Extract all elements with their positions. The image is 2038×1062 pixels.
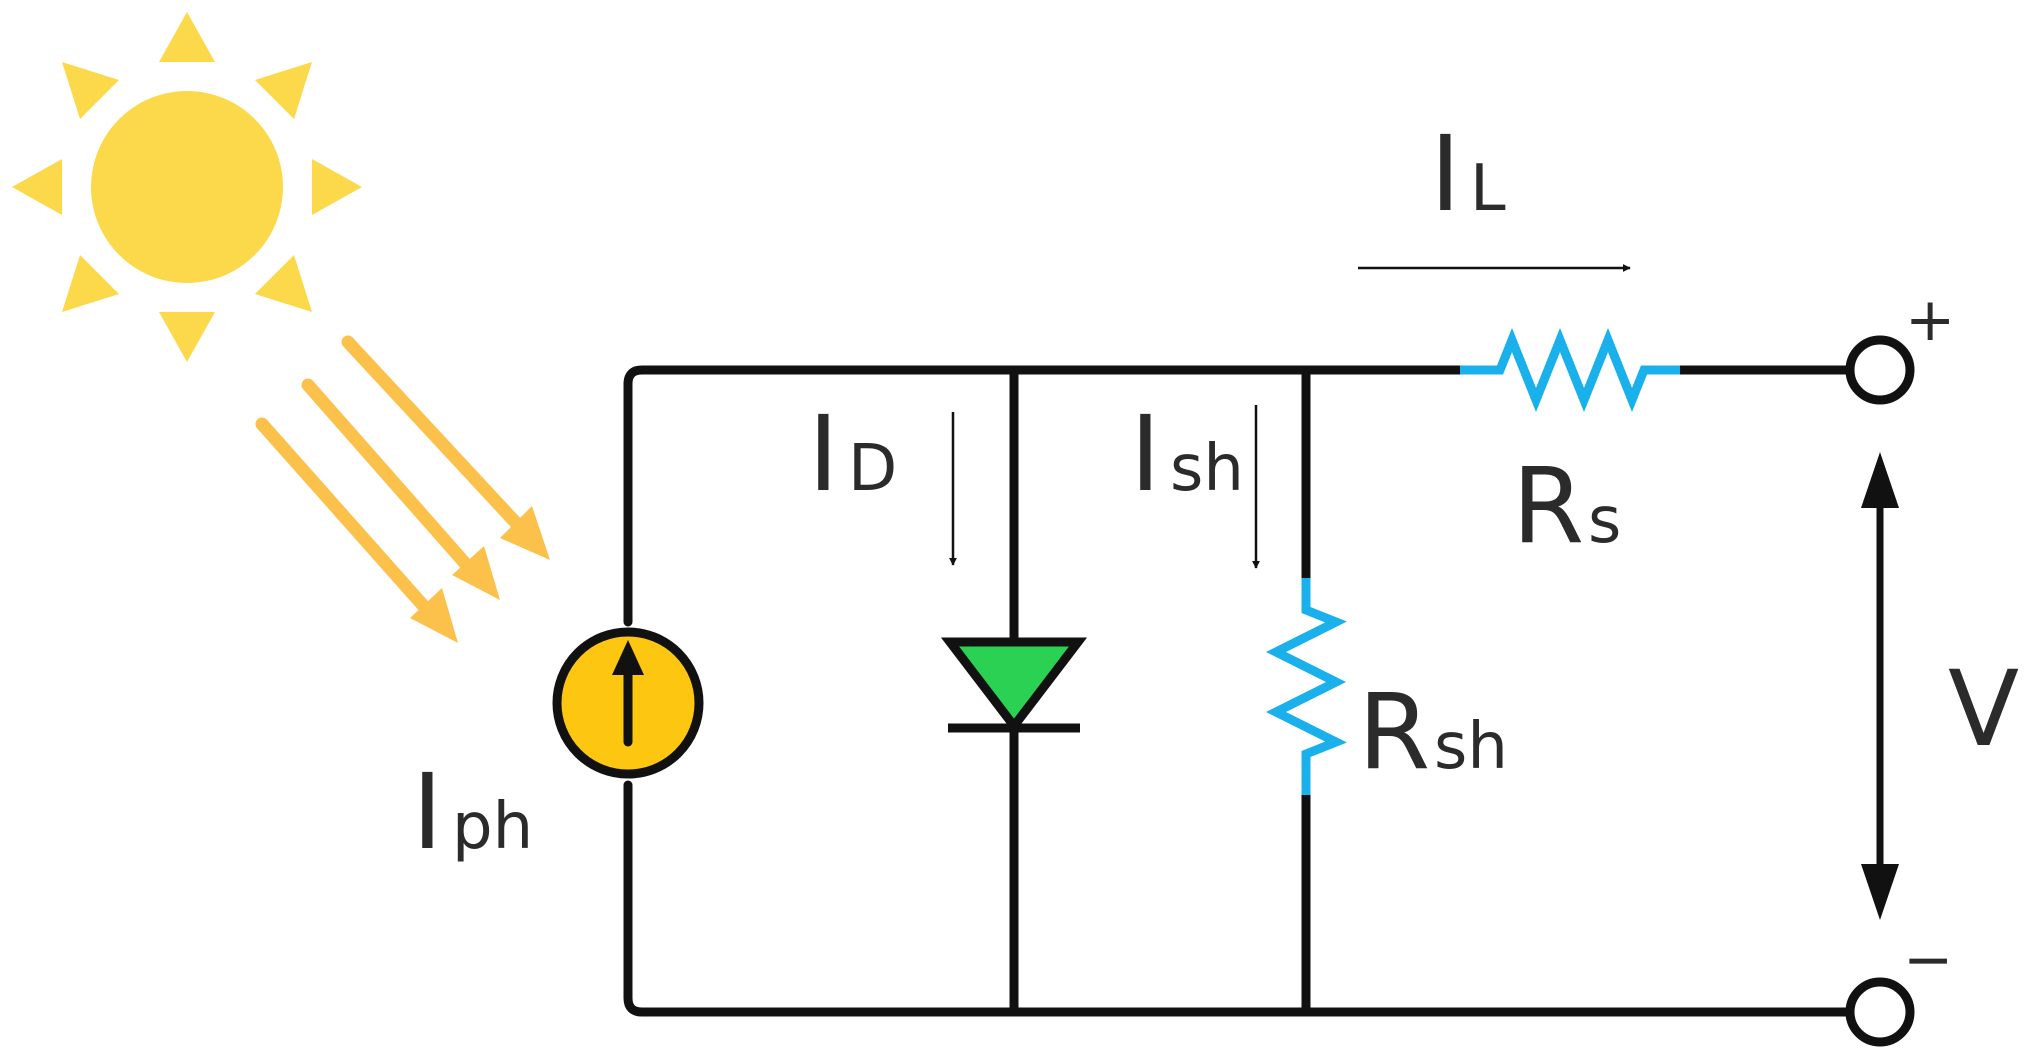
label-ish-sub: sh [1170,432,1244,506]
shunt-resistor-symbol [1265,578,1347,795]
label-iph-sub: ph [452,790,533,864]
label-rsh-sub: sh [1434,710,1508,784]
label-il: I L [1430,113,1506,235]
label-rsh: R sh [1358,671,1508,793]
label-terminal-minus: − [1903,925,1953,995]
sunlight-rays-icon [255,335,550,643]
label-il-sub: L [1470,152,1506,226]
label-iph-main: I [412,751,443,873]
label-id-main: I [808,393,839,515]
current-source-symbol [552,627,704,779]
label-rs-main: R [1512,445,1584,567]
sun-disc [91,91,283,283]
sun-icon [12,12,362,362]
label-iph: I ph [412,751,533,873]
voltage-arrow [1861,452,1899,920]
label-voltage: V [1948,648,2019,770]
label-il-main: I [1430,113,1461,235]
terminal-plus [1845,335,1915,405]
label-id-sub: D [848,432,897,506]
label-ish: I sh [1130,393,1244,515]
label-rs: R s [1512,445,1621,567]
label-ish-main: I [1130,393,1161,515]
series-resistor-symbol [1460,327,1680,413]
label-terminal-plus: + [1905,285,1955,355]
label-rs-sub: s [1588,484,1621,558]
current-arrows [949,264,1631,569]
wires [623,365,1855,1017]
terminal-minus [1845,977,1915,1047]
top-wire [623,365,1465,627]
diode-symbol [940,637,1088,734]
label-id: I D [808,393,897,515]
sun-rays [12,12,362,362]
label-rsh-main: R [1358,671,1430,793]
bottom-wire [623,780,1855,1017]
